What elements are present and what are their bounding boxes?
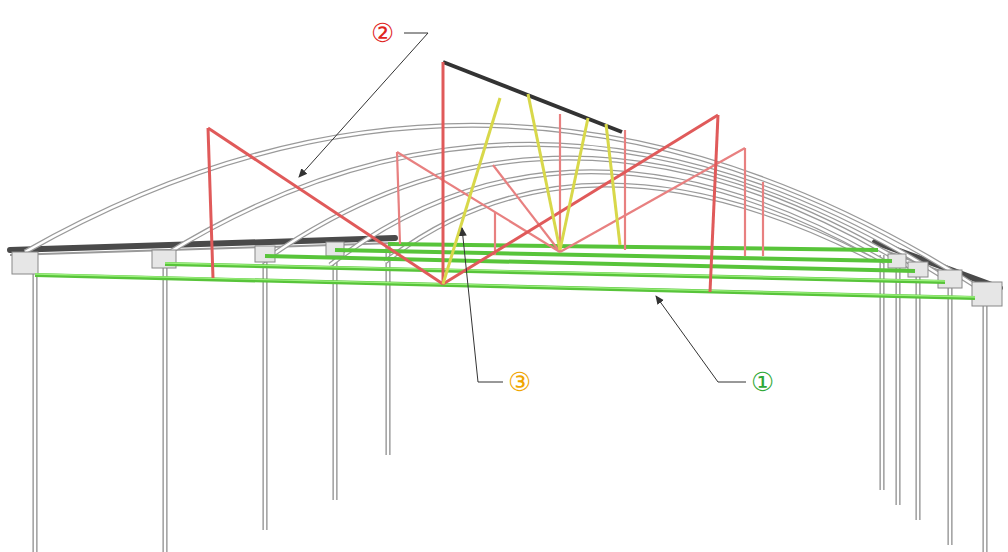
callout-number: ② <box>369 19 396 47</box>
columns <box>35 246 985 552</box>
leader-lines <box>299 33 746 382</box>
bracing-members <box>443 94 620 284</box>
callout-number: ③ <box>506 368 533 396</box>
callout-number: ① <box>749 368 776 396</box>
tie-beams <box>35 244 975 298</box>
arches <box>25 125 985 292</box>
truss-members <box>397 114 763 256</box>
